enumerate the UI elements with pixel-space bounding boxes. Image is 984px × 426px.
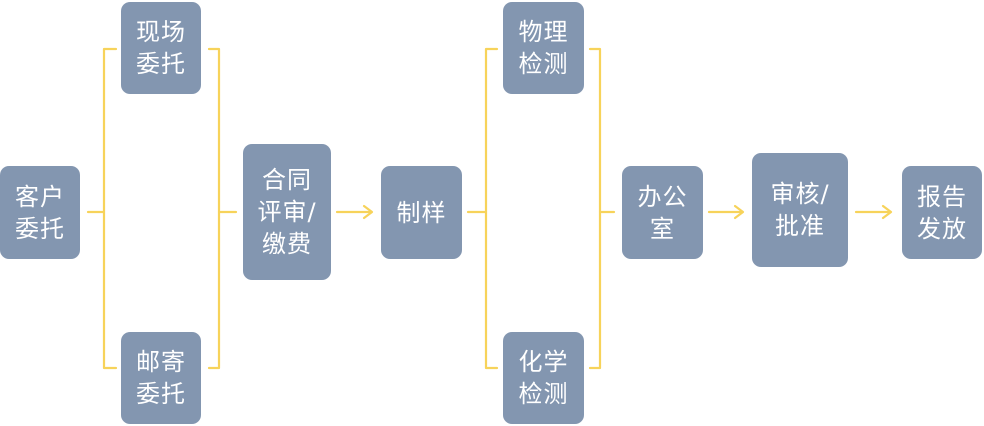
node-label: 审核/ [770,180,830,208]
node-label: 委托 [136,380,186,408]
node-label: 办公 [637,182,688,211]
node-label: 报告 [917,182,967,211]
node-label: 合同 [262,166,312,194]
node-label: 委托 [15,214,65,243]
node-label: 检测 [518,380,569,408]
node-label: 客户 [15,182,65,211]
node-label: 评审/ [257,198,317,226]
node-label: 邮寄 [136,348,186,376]
node-label: 缴费 [262,230,312,258]
node-report-issue: 报告 发放 [902,166,982,259]
node-office: 办公 室 [622,166,703,259]
node-label: 委托 [136,50,186,78]
node-label: 批准 [775,212,825,240]
node-sample-prep: 制样 [381,166,462,259]
node-label: 检测 [518,50,569,78]
arrow-head [881,204,893,220]
node-label: 制样 [396,198,447,227]
right-bracket-1 [207,47,221,370]
node-review-approval: 审核/ 批准 [752,153,848,267]
node-contract-review: 合同 评审/ 缴费 [243,144,331,280]
right-bracket-2 [588,47,602,370]
node-physical-test: 物理 检测 [503,2,584,94]
node-mail-commission: 邮寄 委托 [121,332,201,424]
node-label: 室 [650,214,675,243]
node-label: 发放 [917,214,967,243]
arrow-head [362,204,374,220]
arrow-head [733,204,745,220]
node-label: 化学 [518,348,569,376]
node-onsite-commission: 现场 委托 [121,2,201,94]
node-label: 现场 [136,18,186,46]
left-bracket-1 [102,47,118,370]
node-label: 物理 [518,18,569,46]
node-customer-commission: 客户 委托 [0,166,80,259]
left-bracket-2 [484,47,499,370]
node-chemical-test: 化学 检测 [503,332,584,424]
